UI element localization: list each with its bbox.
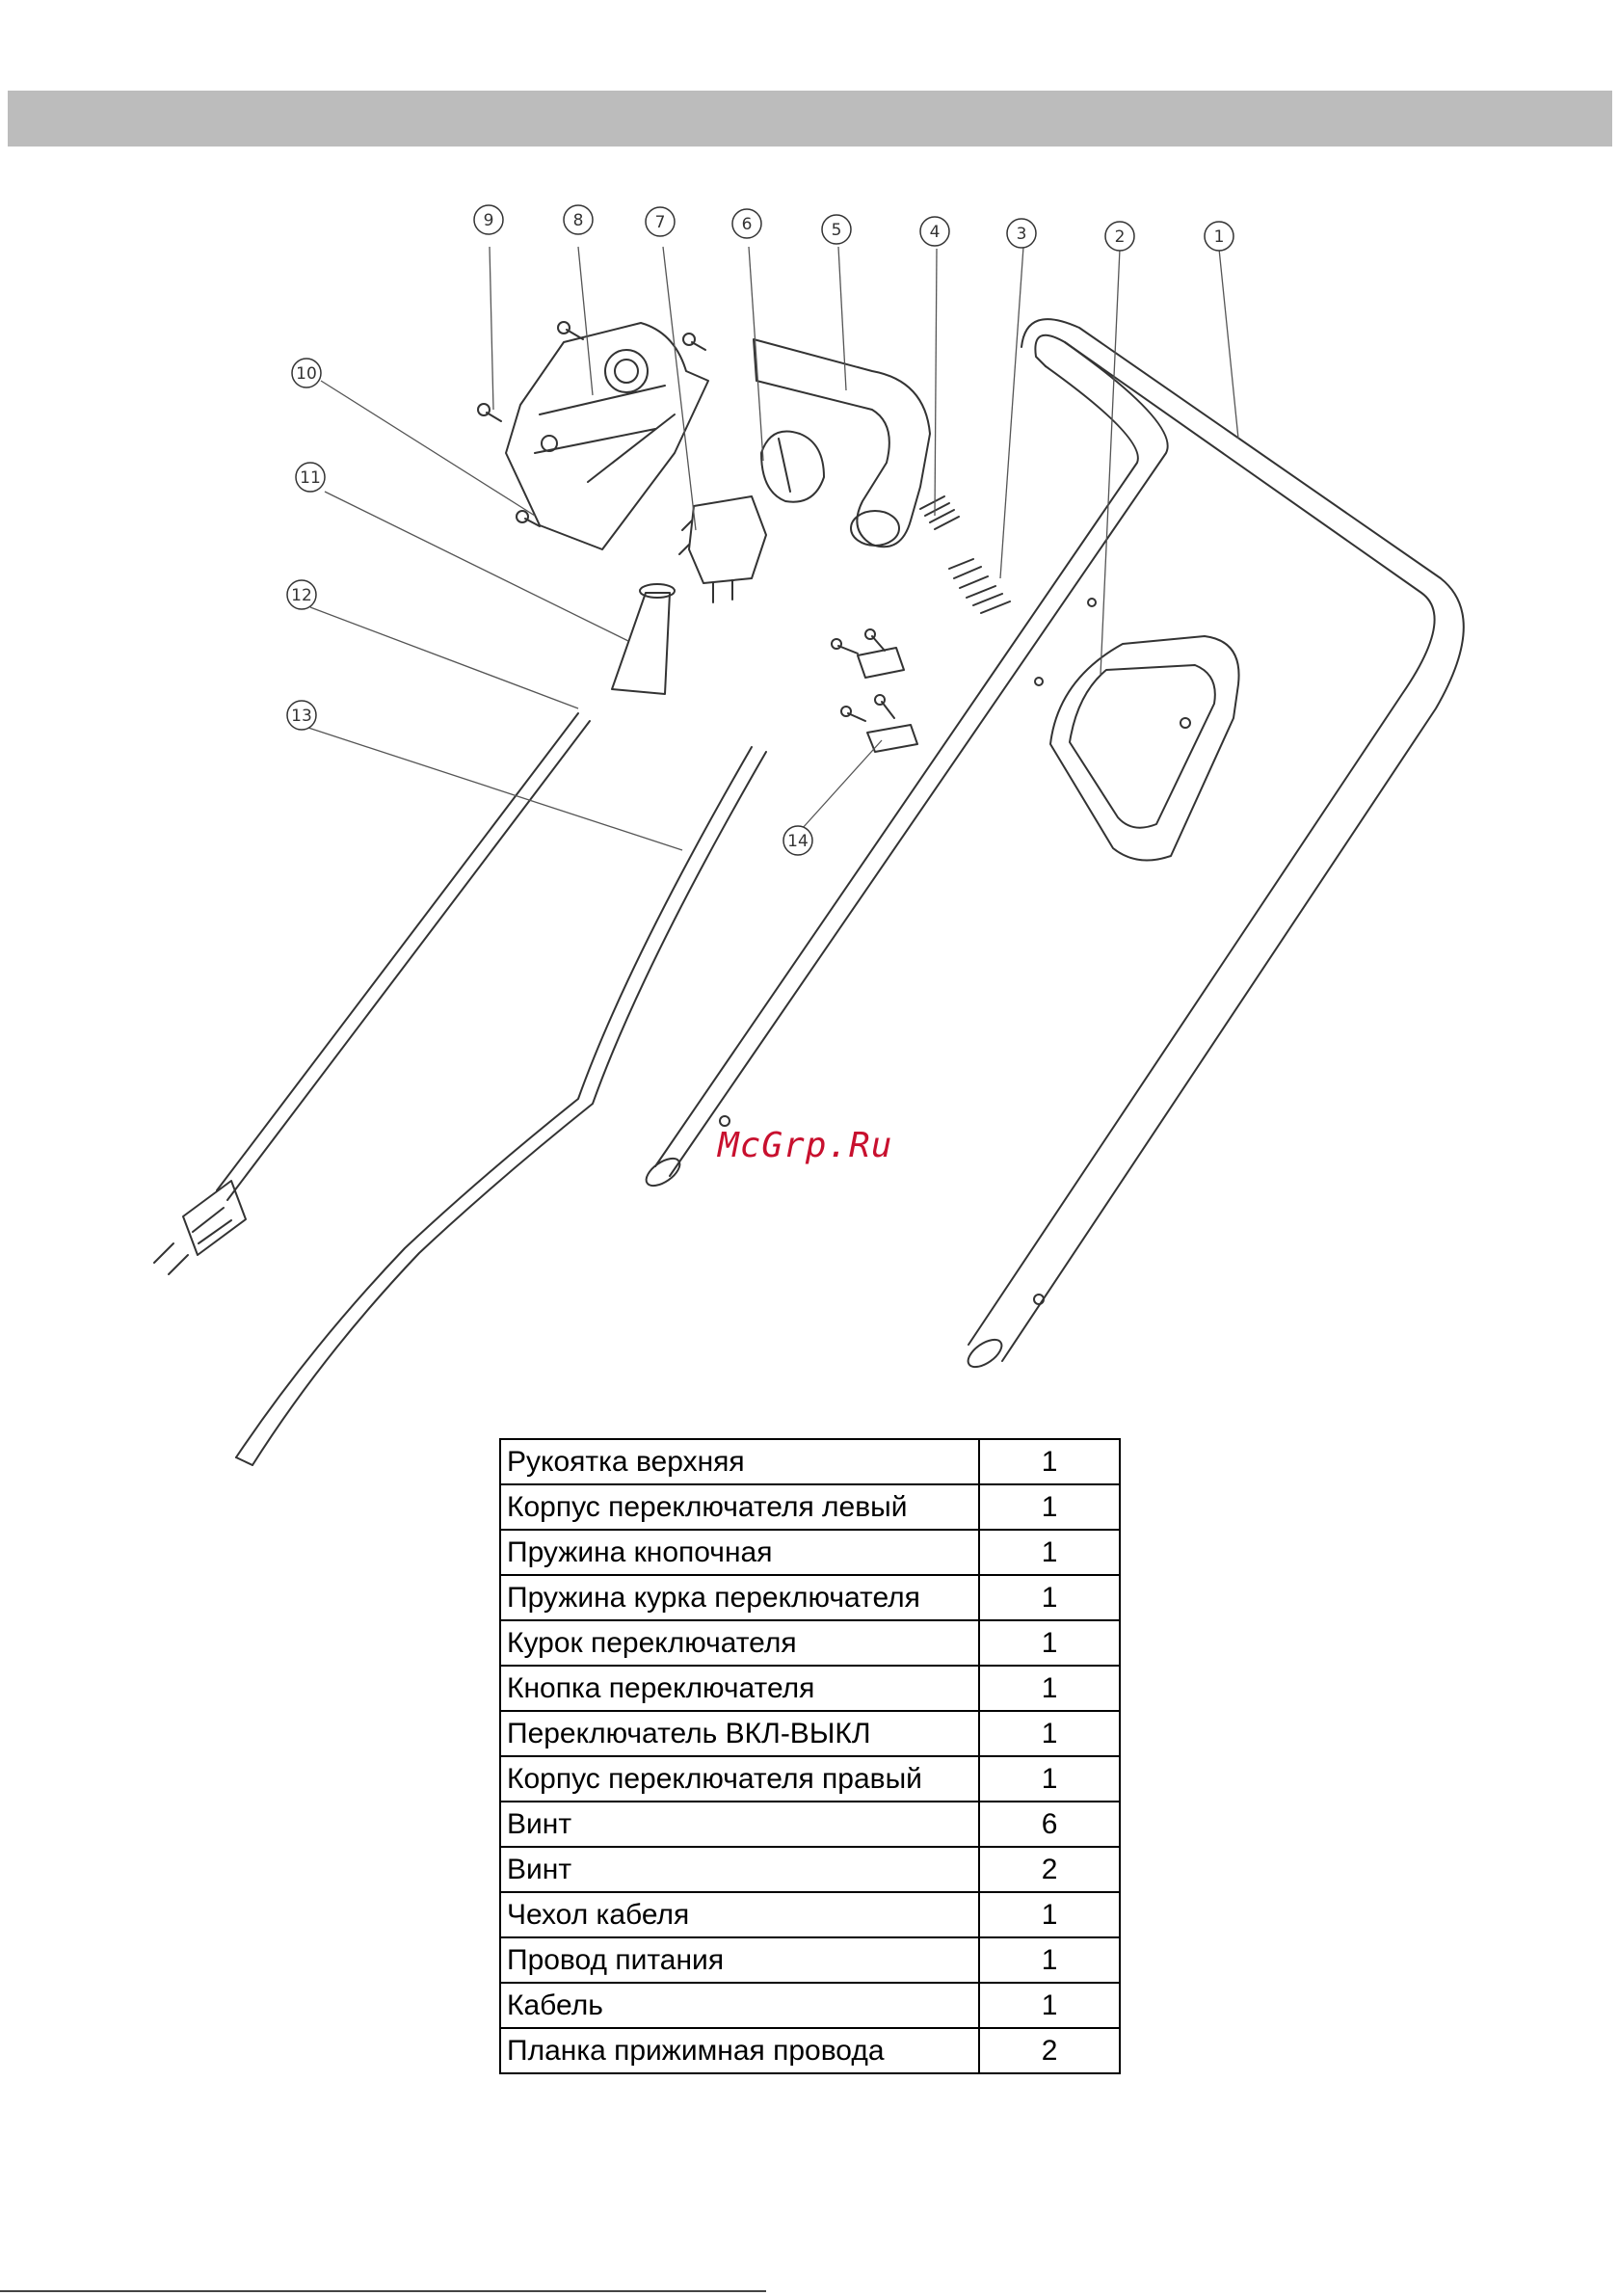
callout-10: 10	[291, 358, 322, 388]
svg-text:3: 3	[1017, 225, 1027, 244]
part-name: Провод питания	[498, 1936, 981, 1984]
part-name: Пружина курка переключателя	[498, 1574, 981, 1621]
part-qty: 1	[978, 1438, 1121, 1485]
callout-11: 11	[295, 462, 326, 493]
callout-8: 8	[563, 204, 594, 235]
upper-handle	[968, 334, 1436, 1346]
screw	[486, 329, 706, 527]
part-name: Пружина кнопочная	[498, 1529, 981, 1576]
on-off-switch	[688, 495, 767, 584]
callout-6: 6	[731, 208, 762, 239]
svg-text:11: 11	[300, 468, 321, 488]
svg-text:12: 12	[291, 586, 312, 605]
part-qty: 1	[978, 1891, 1121, 1938]
svg-text:6: 6	[742, 215, 753, 234]
power-cord	[216, 712, 591, 1201]
part-qty: 1	[978, 1710, 1121, 1757]
watermark: McGrp.Ru	[718, 1126, 893, 1165]
callout-5: 5	[821, 214, 852, 245]
part-qty: 2	[978, 1846, 1121, 1893]
svg-text:5: 5	[832, 221, 842, 240]
cable-clamp	[857, 647, 918, 753]
part-name: Кабель	[498, 1982, 981, 2029]
part-qty: 1	[978, 1483, 1121, 1531]
svg-text:10: 10	[296, 364, 317, 384]
switch-housing-left	[505, 322, 709, 550]
svg-text:13: 13	[291, 707, 312, 726]
part-qty: 1	[978, 1755, 1121, 1802]
part-qty: 6	[978, 1801, 1121, 1848]
part-qty: 1	[978, 1529, 1121, 1576]
header-bar	[8, 91, 1612, 147]
svg-text:7: 7	[655, 213, 666, 232]
part-name: Винт	[498, 1846, 981, 1893]
svg-text:14: 14	[787, 832, 809, 851]
callout-12: 12	[286, 579, 317, 610]
part-name: Чехол кабеля	[498, 1891, 981, 1938]
svg-text:8: 8	[573, 211, 584, 230]
part-name: Корпус переключателя правый	[498, 1755, 981, 1802]
svg-text:1: 1	[1214, 227, 1225, 247]
svg-text:9: 9	[484, 211, 494, 230]
cable	[235, 746, 753, 1458]
callout-4: 4	[919, 216, 950, 247]
svg-text:4: 4	[930, 223, 941, 242]
callout-7: 7	[645, 206, 676, 237]
part-qty: 1	[978, 1574, 1121, 1621]
callout-13: 13	[286, 700, 317, 731]
callout-1: 1	[1204, 221, 1234, 252]
switch-button	[760, 430, 825, 503]
part-qty: 1	[978, 1665, 1121, 1712]
part-name: Кнопка переключателя	[498, 1665, 981, 1712]
callout-3: 3	[1006, 218, 1037, 249]
part-name: Переключатель ВКЛ-ВЫКЛ	[498, 1710, 981, 1757]
part-name: Корпус переключателя левый	[498, 1483, 981, 1531]
footer-line	[0, 2290, 766, 2292]
callout-14: 14	[782, 825, 813, 856]
switch-housing-right	[1049, 635, 1240, 862]
svg-text:2: 2	[1115, 227, 1126, 247]
part-qty: 1	[978, 1619, 1121, 1667]
part-qty: 1	[978, 1982, 1121, 2029]
callout-2: 2	[1104, 221, 1135, 252]
trigger-spring	[948, 558, 1011, 614]
part-name: Курок переключателя	[498, 1619, 981, 1667]
part-qty: 2	[978, 2027, 1121, 2074]
part-name: Рукоятка верхняя	[498, 1438, 981, 1485]
callout-9: 9	[473, 204, 504, 235]
part-name: Планка прижимная провода	[498, 2027, 981, 2074]
cable-cover	[611, 592, 671, 695]
button-spring	[919, 495, 960, 530]
part-name: Винт	[498, 1801, 981, 1848]
part-qty: 1	[978, 1936, 1121, 1984]
